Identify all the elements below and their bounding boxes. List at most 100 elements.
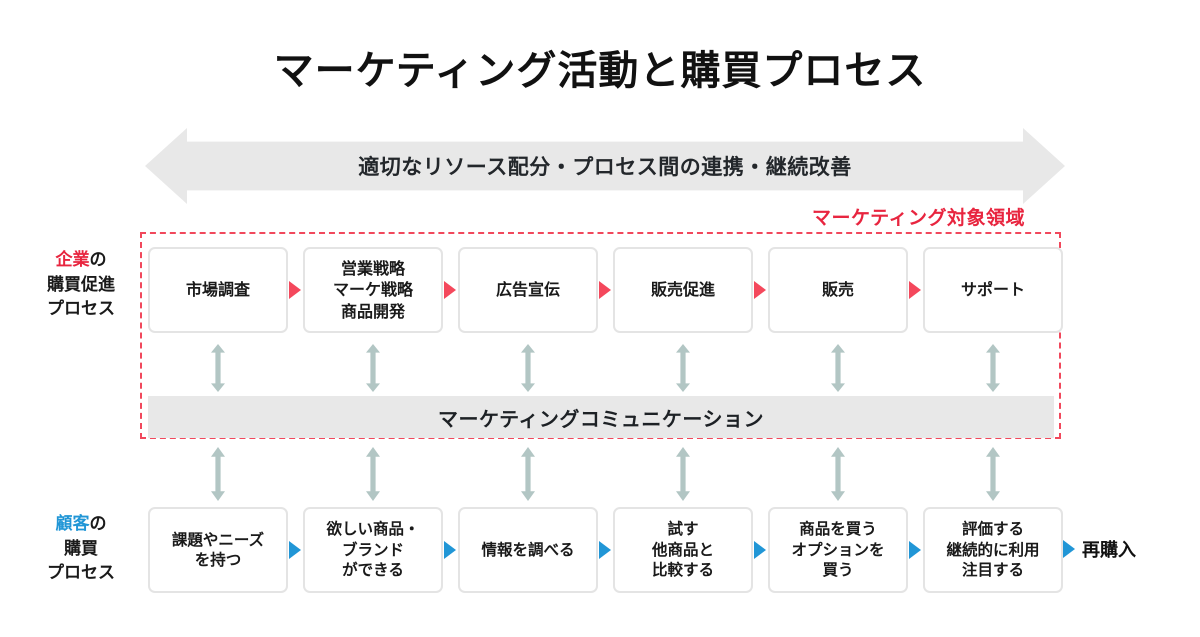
customer-step-2[interactable]: 欲しい商品・ブランドができる	[303, 507, 443, 593]
text-line: 継続的に利用	[946, 540, 1040, 559]
double-arrow-vertical-icon	[211, 447, 225, 501]
arrow-right-icon	[909, 541, 922, 559]
text-line: ブランド	[341, 540, 404, 559]
text-line: 試す	[667, 520, 699, 539]
link-arrow-6	[983, 447, 1003, 501]
customer-step-5[interactable]: 商品を買うオプションを買う	[768, 507, 908, 593]
double-arrow-vertical-icon	[831, 344, 845, 392]
marketing-scope-label: マーケティング対象領域	[812, 207, 1025, 229]
double-arrow-vertical-icon	[211, 344, 225, 392]
text-line: 評価する	[961, 520, 1024, 539]
company-step-2[interactable]: 営業戦略マーケ戦略商品開発	[303, 247, 443, 333]
company-step-4-label: 販売促進	[651, 279, 715, 300]
customer-label-line3: プロセス	[47, 563, 115, 584]
text-line: 情報を調べる	[481, 540, 575, 559]
text-line: 市場調査	[185, 280, 250, 300]
customer-step-4[interactable]: 試す他商品と比較する	[613, 507, 753, 593]
customer-step-6-label: 評価する継続的に利用注目する	[946, 519, 1039, 580]
arrow-right-icon	[754, 541, 767, 559]
double-arrow-vertical-icon	[986, 344, 1000, 392]
company-label-line1: 企業の	[20, 248, 142, 273]
double-arrow-vertical-icon	[831, 447, 845, 501]
company-step-2-label: 営業戦略マーケ戦略商品開発	[333, 258, 413, 321]
customer-step-3[interactable]: 情報を調べる	[458, 507, 598, 593]
text-line: 比較する	[651, 561, 714, 580]
customer-process-label: 顧客の 購買 プロセス	[20, 512, 142, 586]
double-arrow-vertical-icon	[676, 344, 690, 392]
customer-label-line2: 購買	[64, 538, 98, 559]
double-arrow-vertical-icon	[366, 447, 380, 501]
link-arrow-4	[673, 344, 693, 392]
double-arrow-vertical-icon	[521, 447, 535, 501]
customer-accent-text: 顧客	[55, 514, 90, 534]
company-step-4[interactable]: 販売促進	[613, 247, 753, 333]
company-process-row: 市場調査 営業戦略マーケ戦略商品開発 広告宣伝 販売促進 販売 サポート	[148, 247, 1063, 333]
company-step-1-label: 市場調査	[186, 279, 250, 300]
link-arrow-3	[518, 447, 538, 501]
link-arrow-1	[208, 447, 228, 501]
repurchase-label: 再購入	[1082, 540, 1136, 561]
resource-banner: 適切なリソース配分・プロセス間の連携・継続改善	[145, 128, 1065, 204]
banner-label: 適切なリソース配分・プロセス間の連携・継続改善	[358, 155, 852, 179]
text-line: 販売促進	[650, 280, 715, 300]
company-step-3[interactable]: 広告宣伝	[458, 247, 598, 333]
page-title: マーケティング活動と購買プロセス	[273, 48, 927, 94]
arrow-right-icon	[289, 541, 302, 559]
arrow-right-icon	[444, 281, 457, 299]
text-line: マーケ戦略	[332, 280, 413, 300]
company-label-line3: プロセス	[47, 299, 115, 320]
customer-label-particle: の	[89, 514, 107, 534]
link-arrow-2	[363, 447, 383, 501]
company-label-particle: の	[89, 250, 107, 270]
arrow-right-icon	[289, 281, 302, 299]
marketing-communication-band: マーケティングコミュニケーション	[148, 396, 1054, 438]
double-arrow-vertical-icon	[366, 344, 380, 392]
repurchase-group: 再購入	[1063, 536, 1136, 562]
text-line: 課題やニーズ	[171, 530, 265, 549]
company-label-line2: 購買促進	[47, 274, 115, 295]
customer-step-1[interactable]: 課題やニーズを持つ	[148, 507, 288, 593]
link-arrow-5	[828, 447, 848, 501]
arrow-right-icon	[1063, 540, 1075, 558]
company-step-5[interactable]: 販売	[768, 247, 908, 333]
text-line: 欲しい商品・	[326, 520, 420, 539]
customer-step-4-label: 試す他商品と比較する	[652, 519, 714, 580]
text-line: オプションを	[791, 540, 885, 559]
text-line: 商品を買う	[799, 520, 877, 539]
arrow-right-icon	[599, 281, 612, 299]
text-line: 商品開発	[340, 301, 405, 321]
company-step-6[interactable]: サポート	[923, 247, 1063, 333]
text-line: 営業戦略	[340, 259, 405, 279]
customer-step-6[interactable]: 評価する継続的に利用注目する	[923, 507, 1063, 593]
company-step-6-label: サポート	[961, 279, 1025, 300]
link-arrow-5	[828, 344, 848, 392]
text-line: 広告宣伝	[495, 280, 560, 300]
double-arrow-vertical-icon	[521, 344, 535, 392]
customer-label-line1: 顧客の	[20, 512, 142, 537]
text-line: 注目する	[961, 561, 1024, 580]
double-arrow-vertical-icon	[986, 447, 1000, 501]
link-arrow-1	[208, 344, 228, 392]
company-step-1[interactable]: 市場調査	[148, 247, 288, 333]
link-arrow-2	[363, 344, 383, 392]
text-line: を持つ	[194, 551, 242, 569]
customer-step-5-label: 商品を買うオプションを買う	[791, 519, 884, 580]
text-line: 他商品と	[651, 540, 714, 559]
double-arrow-vertical-icon	[676, 447, 690, 501]
company-step-3-label: 広告宣伝	[496, 279, 560, 300]
text-line: 買う	[822, 561, 854, 580]
link-arrow-3	[518, 344, 538, 392]
arrow-right-icon	[909, 281, 922, 299]
marketing-scope-region	[140, 232, 1061, 439]
arrow-right-icon	[444, 541, 457, 559]
link-arrow-6	[983, 344, 1003, 392]
customer-step-3-label: 情報を調べる	[481, 540, 574, 560]
link-arrow-4	[673, 447, 693, 501]
company-process-label: 企業の 購買促進 プロセス	[20, 248, 142, 322]
company-step-5-label: 販売	[822, 279, 854, 300]
customer-step-1-label: 課題やニーズを持つ	[172, 530, 264, 571]
text-line: ができる	[342, 561, 404, 580]
text-line: 販売	[821, 280, 854, 300]
arrow-right-icon	[754, 281, 767, 299]
